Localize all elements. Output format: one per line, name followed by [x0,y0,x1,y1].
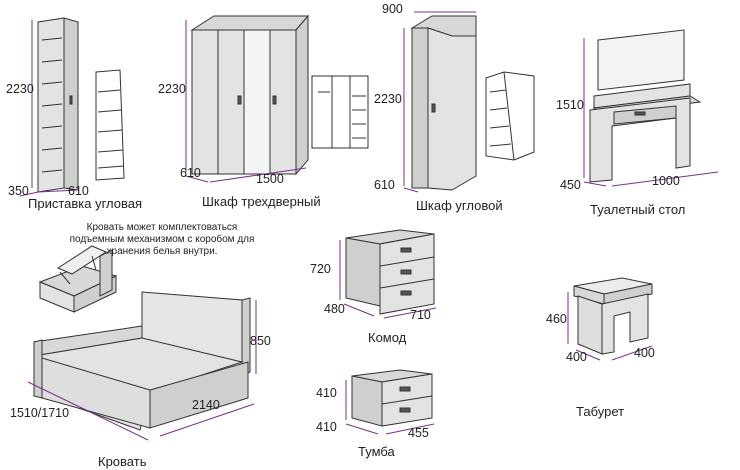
nightstand-width: 455 [408,426,429,440]
wardrobe3-depth: 610 [180,166,201,180]
corner-wardrobe-name: Шкаф угловой [416,198,503,213]
dressing-table-width: 1000 [652,174,680,188]
corner-wardrobe-height: 2230 [374,92,402,106]
bed-length: 2140 [192,398,220,412]
wardrobe3-drawing [190,14,369,176]
nightstand-name: Тумба [358,444,395,459]
nightstand-drawing [351,369,433,427]
stool-depth: 400 [566,350,587,364]
dimension-lines [19,11,719,441]
dressing-table-drawing [589,29,702,183]
corner-shelf-width: 610 [68,184,89,198]
stool-width: 400 [634,346,655,360]
nightstand-depth: 410 [316,420,337,434]
dresser-height: 720 [310,262,331,276]
stool-drawing [573,277,653,355]
bed-width: 1510/1710 [10,406,70,420]
corner-wardrobe-depth: 610 [374,178,395,192]
bed-note-line: Кровать может комплектоваться [86,222,238,233]
dresser-width: 710 [410,308,431,322]
dresser-depth: 480 [324,302,345,316]
corner-shelf-height: 2230 [6,82,34,96]
stool-name: Табурет [576,404,625,419]
dresser-drawing [345,229,435,315]
wardrobe3-height: 2230 [158,82,186,96]
lift-bed-drawing [38,245,118,313]
dressing-table-height: 1510 [556,98,584,112]
wardrobe3-width: 1500 [256,172,284,186]
bed-note: Кровать может комплектоваться подъемным … [44,222,280,258]
wardrobe3-name: Шкаф трехдверный [202,194,321,209]
corner-shelf-name: Приставка угловая [28,196,143,211]
corner-wardrobe-top: 900 [382,2,403,16]
corner-wardrobe-drawing [410,15,535,191]
bed-height: 850 [250,334,271,348]
bed-note-line: подъемным механизмом с коробом для [69,234,255,245]
dressing-table-depth: 450 [560,178,581,192]
bed-drawing [33,291,251,431]
dressing-table-name: Туалетный стол [590,202,686,217]
corner-shelf-drawing [37,17,125,193]
bed-note-line: хранения белья внутри. [106,246,218,257]
stool-height: 460 [546,312,567,326]
dresser-name: Комод [368,330,407,345]
corner-shelf-depth: 350 [8,184,29,198]
bed-name: Кровать [98,454,147,469]
nightstand-height: 410 [316,386,337,400]
